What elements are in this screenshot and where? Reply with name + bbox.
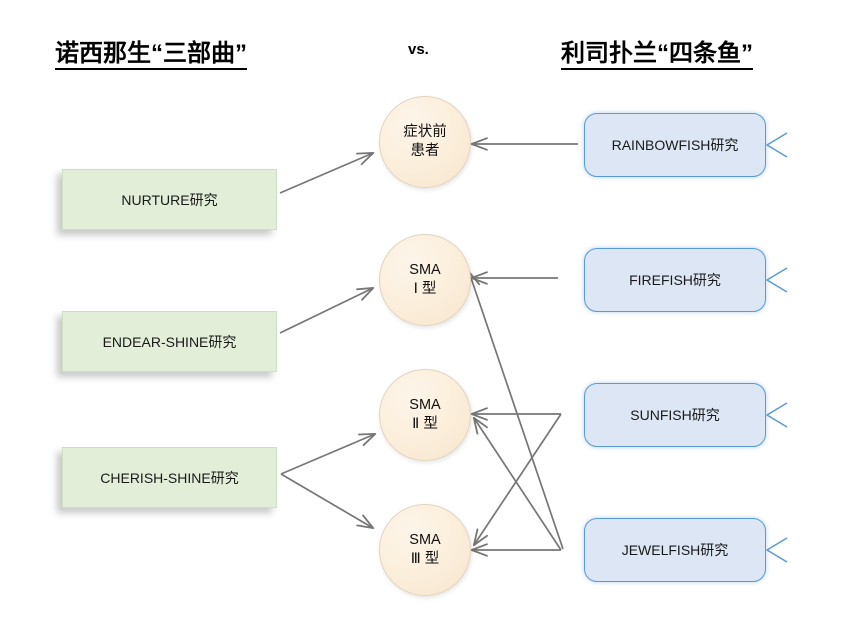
triangle-left-icon xyxy=(766,402,788,428)
study-box-label: CHERISH-SHINE研究 xyxy=(100,469,239,486)
patient-group-sma-type-1[interactable]: SMA Ⅰ 型 xyxy=(379,234,471,326)
study-box-label: SUNFISH研究 xyxy=(630,407,720,423)
circle-line-2: Ⅲ 型 xyxy=(410,551,440,567)
patient-group-presymptomatic[interactable]: 症状前 患者 xyxy=(379,96,471,188)
vs-label: vs. xyxy=(408,41,429,58)
patient-group-sma-type-3[interactable]: SMA Ⅲ 型 xyxy=(379,504,471,596)
study-box-firefish[interactable]: FIREFISH研究 xyxy=(584,248,766,312)
arrow-cherish-to-sma2 xyxy=(280,432,377,475)
study-box-label: FIREFISH研究 xyxy=(629,272,721,288)
study-box-endear-shine[interactable]: ENDEAR-SHINE研究 xyxy=(62,311,277,372)
triangle-left-icon xyxy=(766,132,788,158)
triangle-left-icon xyxy=(766,537,788,563)
right-column-title: 利司扑兰“四条鱼” xyxy=(561,40,753,67)
circle-line-1: SMA xyxy=(409,262,441,279)
study-box-label: NURTURE研究 xyxy=(121,191,218,208)
study-box-cherish-shine[interactable]: CHERISH-SHINE研究 xyxy=(62,447,277,508)
arrow-cherish-to-sma3 xyxy=(280,473,375,530)
arrow-endear-to-sma1 xyxy=(279,286,375,334)
study-box-sunfish[interactable]: SUNFISH研究 xyxy=(584,383,766,447)
study-box-label: JEWELFISH研究 xyxy=(621,542,729,558)
study-box-jewelfish[interactable]: JEWELFISH研究 xyxy=(584,518,766,582)
triangle-left-icon xyxy=(766,267,788,293)
study-box-rainbowfish[interactable]: RAINBOWFISH研究 xyxy=(584,113,766,177)
circle-line-1: 症状前 xyxy=(403,124,447,141)
circle-line-1: SMA xyxy=(409,397,441,414)
study-box-label: RAINBOWFISH研究 xyxy=(611,137,739,153)
circle-line-2: 患者 xyxy=(410,143,440,159)
circle-line-2: Ⅰ 型 xyxy=(413,281,437,297)
circle-line-1: SMA xyxy=(409,532,441,549)
patient-group-sma-type-2[interactable]: SMA Ⅱ 型 xyxy=(379,369,471,461)
arrow-jewelfish-to-sma1 xyxy=(467,270,564,550)
study-box-label: ENDEAR-SHINE研究 xyxy=(102,333,237,350)
arrow-nurture-to-presymptomatic xyxy=(279,151,375,194)
arrow-jewelfish-to-sma2 xyxy=(472,416,562,551)
arrow-sunfish-to-sma3 xyxy=(472,413,562,547)
left-column-title: 诺西那生“三部曲” xyxy=(55,40,247,67)
study-box-nurture[interactable]: NURTURE研究 xyxy=(62,169,277,230)
circle-line-2: Ⅱ 型 xyxy=(412,416,438,432)
